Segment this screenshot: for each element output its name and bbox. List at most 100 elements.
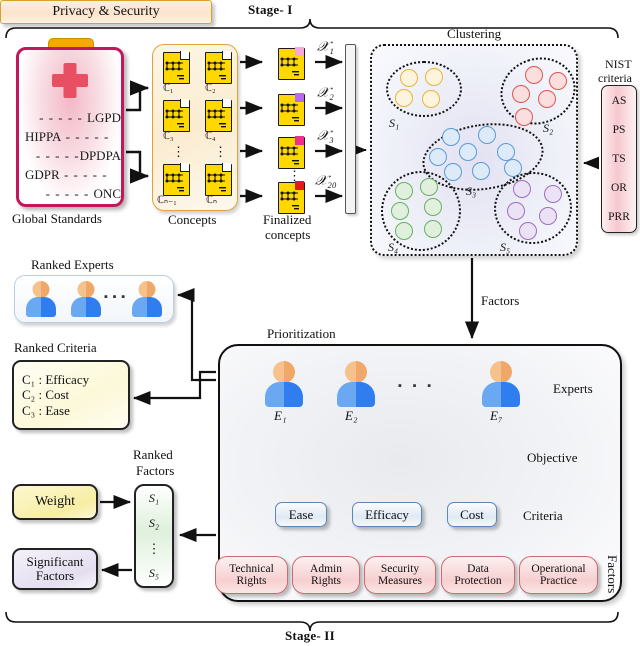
nist-criteria-box: AS PS TS OR PRR: [601, 85, 637, 233]
cluster-label-s4: S₄: [388, 240, 399, 254]
concepts-vdots-right: ⋮: [214, 144, 227, 159]
cluster-node: [422, 90, 440, 108]
concept-label-3: ℂ₃: [163, 131, 174, 142]
concept-doc-2: [205, 51, 232, 84]
concept-doc-4: [205, 99, 232, 132]
cluster-node: [504, 159, 522, 177]
cluster-node: [420, 178, 438, 196]
finalized-label-x20: 𝒳₂₀: [315, 174, 337, 189]
cluster-node: [400, 69, 418, 87]
factor-data-protection: Data Protection: [441, 556, 515, 594]
prioritization-expert-7: [482, 361, 520, 407]
stage-1-label: Stage- I: [248, 2, 293, 17]
expert-id-e7: E₇: [490, 408, 503, 423]
cluster-node: [544, 185, 562, 203]
cluster-node: [478, 126, 496, 144]
ranked-factor-s5: S₅: [148, 566, 160, 581]
cluster-node: [472, 162, 490, 180]
prioritization-expert-ellipsis: ▪ ▪ ▪: [398, 380, 436, 392]
cluster-label-s1: S₁: [389, 116, 400, 130]
factor-line2: Rights: [310, 575, 342, 587]
concept-doc-1: [163, 51, 190, 84]
ranked-factor-s2: S₂: [148, 515, 160, 530]
criteria-ease: Ease: [275, 502, 327, 527]
ranked-factors-dots: ⋮: [147, 540, 161, 556]
cluster-node: [459, 143, 477, 161]
cluster-label-s3: S₃: [466, 184, 477, 198]
clustering-title: Clustering: [447, 26, 502, 41]
ranked-factors-caption-line1: Ranked: [133, 447, 173, 462]
concept-doc-n-1: [163, 163, 190, 196]
concept-label-2: ℂ₂: [205, 83, 216, 94]
red-cross-icon: [19, 56, 121, 102]
factor-line2: Practice: [539, 575, 578, 587]
factor-line1: Technical: [229, 562, 274, 575]
factor-line1: Security: [380, 562, 420, 575]
nist-item-ts: TS: [612, 152, 626, 165]
concept-label-4: ℂ₄: [205, 131, 216, 142]
factor-line2: Measures: [377, 575, 423, 587]
ranked-experts-ellipsis: ▪ ▪ ▪: [104, 291, 127, 303]
cluster-node: [512, 85, 530, 103]
finalized-doc-1: [278, 47, 305, 80]
concepts-vdots-left: ⋮: [172, 144, 185, 159]
factor-technical-rights: Technical Rights: [215, 556, 288, 594]
ranked-criteria-item-1: C₁ : Efficacy: [22, 371, 90, 387]
ranked-criteria-item-2: C₂ : Cost: [22, 387, 70, 403]
objective-group-label: Objective: [527, 450, 578, 465]
concept-label-1: ℂ₁: [163, 83, 174, 94]
finalized-doc-3: [278, 136, 305, 169]
stage-2-label: Stage- II: [285, 628, 335, 643]
cluster-node: [424, 198, 442, 216]
nist-caption-line1: NIST: [605, 57, 632, 71]
finalized-label-x2: 𝒳₂: [317, 86, 334, 101]
concept-label-n-1: ℂₙ₋₁: [157, 195, 177, 206]
cluster-node: [519, 222, 537, 240]
ranked-factors-caption-line2: Factors: [136, 463, 175, 478]
concept-doc-n: [205, 163, 232, 196]
expert-id-e2: E₂: [345, 408, 358, 423]
finalized-doc-2: [278, 93, 305, 126]
cluster-node: [525, 66, 543, 84]
factors-arrow-label: Factors: [481, 293, 520, 308]
nist-item-prr: PRR: [608, 211, 630, 224]
finalized-doc-20: [278, 181, 305, 214]
standard-hippa: HIPPA - - - - -: [25, 129, 110, 144]
factor-line2: Protection: [454, 575, 502, 587]
cluster-node: [549, 72, 567, 90]
criteria-group-label: Criteria: [523, 508, 563, 523]
global-standards-clipboard: - - - - - LGPD HIPPA - - - - - - - - - -…: [16, 47, 124, 207]
finalized-concepts-bar: [345, 44, 356, 214]
cluster-node: [442, 128, 460, 146]
significant-line2: Factors: [35, 568, 75, 583]
ranked-criteria-box: C₁ : Efficacy C₂ : Cost C₃ : Ease: [12, 360, 130, 430]
cluster-node: [444, 163, 462, 181]
significant-factors-box: Significant Factors: [12, 548, 98, 590]
criteria-efficacy: Efficacy: [352, 502, 422, 527]
prioritization-expert-2: [337, 361, 375, 407]
factor-security-measures: Security Measures: [364, 556, 436, 594]
expert-avatar: [71, 281, 101, 317]
expert-id-e1: E₁: [274, 408, 287, 423]
finalized-caption-line1: Finalized: [263, 212, 312, 227]
prioritization-title: Prioritization: [267, 326, 336, 341]
standard-onc: - - - - - ONC: [45, 186, 121, 201]
cluster-s1: [386, 61, 462, 117]
ranked-experts-caption: Ranked Experts: [31, 257, 114, 272]
factor-line2: Rights: [236, 575, 267, 587]
cluster-label-s5: S₅: [500, 240, 511, 254]
cluster-node: [424, 220, 442, 238]
nist-item-ps: PS: [612, 123, 626, 136]
cluster-node: [391, 202, 409, 220]
standard-lgpd: - - - - - LGPD: [39, 110, 121, 125]
nist-item-as: AS: [611, 94, 627, 107]
standard-gdpr: GDPR - - - - -: [25, 167, 108, 182]
concept-doc-3: [163, 99, 190, 132]
cluster-label-s2: S₂: [543, 121, 554, 135]
significant-line1: Significant: [26, 554, 84, 570]
cluster-node: [538, 90, 556, 108]
global-standards-caption: Global Standards: [12, 211, 102, 226]
nist-caption-line2: criteria: [598, 71, 632, 85]
ranked-factor-s1: S₁: [148, 491, 160, 506]
standard-dpdpa: - - - - -DPDPA: [35, 148, 121, 163]
